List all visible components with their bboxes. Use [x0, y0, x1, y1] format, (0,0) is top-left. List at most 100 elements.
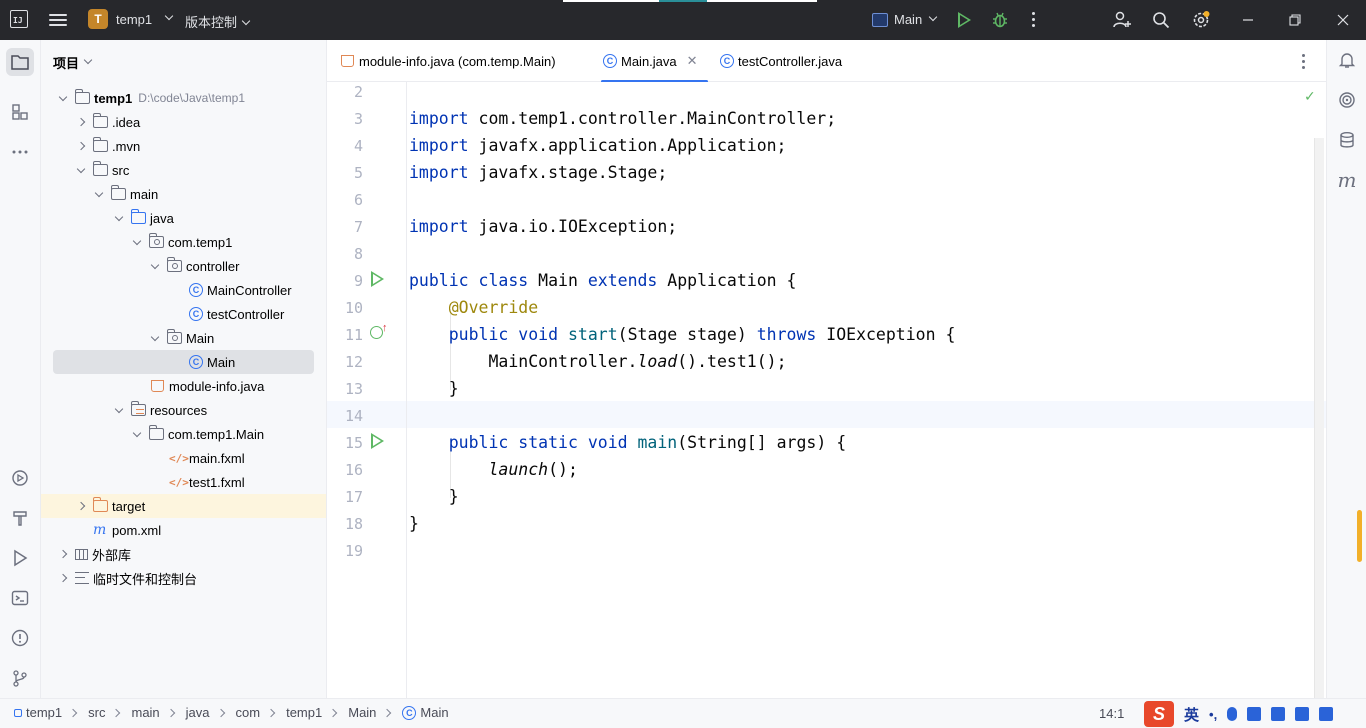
breadcrumb-item[interactable]: Main [420, 705, 449, 720]
terminal-tool-button[interactable] [6, 584, 34, 612]
build-tool-button[interactable] [6, 504, 34, 532]
notifications-icon[interactable] [1337, 50, 1357, 70]
tree-item-maincontroller[interactable]: C MainController [53, 278, 314, 302]
run-icon[interactable] [958, 12, 971, 28]
expand-arrow-icon[interactable] [132, 236, 142, 245]
tab-module-info[interactable]: module-info.java (com.temp.Main) [341, 40, 556, 82]
cursor-position[interactable]: 14:1 [1099, 706, 1125, 721]
project-tool-button[interactable] [6, 48, 34, 76]
tree-item-scratches[interactable]: 临时文件和控制台 [53, 566, 314, 590]
tree-item-com-temp1[interactable]: com.temp1 [53, 230, 314, 254]
breadcrumb-item[interactable]: src [88, 705, 106, 720]
keyboard-icon[interactable] [1247, 707, 1262, 721]
project-panel-title[interactable]: 项目 [53, 53, 93, 72]
minimize-icon[interactable] [1238, 10, 1258, 30]
tree-item-com-temp1-main[interactable]: com.temp1.Main [53, 422, 314, 446]
tree-item-idea[interactable]: .idea [53, 110, 314, 134]
ime-tray: S 英 •, [1138, 699, 1366, 728]
maven-icon: m [93, 522, 107, 538]
expand-arrow-icon[interactable] [132, 428, 142, 437]
tree-item-testcontroller[interactable]: C testController [53, 302, 314, 326]
breadcrumb-item[interactable]: Main [348, 705, 377, 720]
main-menu-icon[interactable] [49, 12, 67, 28]
sogou-ime-icon[interactable]: S [1144, 701, 1174, 727]
microphone-icon[interactable] [1227, 707, 1238, 721]
breadcrumb-item[interactable]: temp1 [286, 705, 323, 720]
tab-main-java[interactable]: C Main.java ✕ [601, 40, 708, 83]
tree-item-controller[interactable]: controller [53, 254, 314, 278]
collapse-arrow-icon[interactable] [76, 117, 86, 127]
services-tool-button[interactable] [6, 464, 34, 492]
project-switcher[interactable]: T temp1 [88, 9, 174, 29]
ime-menu-icon[interactable] [1319, 707, 1334, 721]
settings-gear-icon[interactable] [1191, 10, 1211, 30]
tree-item-main[interactable]: main [53, 182, 314, 206]
close-tab-icon[interactable]: ✕ [686, 53, 698, 68]
override-gutter-icon[interactable] [370, 326, 383, 339]
git-tool-button[interactable] [6, 664, 34, 692]
tree-item-pom[interactable]: m pom.xml [53, 518, 314, 542]
collapse-arrow-icon[interactable] [58, 573, 68, 583]
ime-punctuation[interactable]: •, [1209, 706, 1218, 722]
chevron-right-icon [112, 708, 121, 717]
vcs-menu[interactable]: 版本控制 [185, 12, 251, 31]
tree-item-module-info[interactable]: module-info.java [53, 374, 314, 398]
expand-arrow-icon[interactable] [76, 164, 86, 173]
line-number: 7 [353, 218, 363, 236]
tab-testcontroller[interactable]: C testController.java [720, 40, 842, 82]
tree-item-java[interactable]: java [53, 206, 314, 230]
expand-arrow-icon[interactable] [114, 212, 124, 221]
tree-item-test1-fxml[interactable]: </> test1.fxml [53, 470, 314, 494]
tree-item-label: main.fxml [189, 450, 245, 466]
add-user-icon[interactable] [1112, 10, 1132, 30]
more-tools-button[interactable] [6, 138, 34, 166]
run-configuration-selector[interactable]: Main [872, 12, 938, 27]
tree-item-external-libraries[interactable]: 外部库 [53, 542, 314, 566]
breadcrumb-item[interactable]: java [185, 705, 210, 720]
collapse-arrow-icon[interactable] [58, 549, 68, 559]
close-window-icon[interactable] [1333, 10, 1353, 30]
run-gutter-icon[interactable] [371, 271, 384, 287]
code-editor[interactable]: 2 3 4 5 6 7 8 9 10 11 12 13 14 15 16 17 … [327, 82, 1326, 698]
tree-item-target[interactable]: target [41, 494, 326, 518]
arrow-up-icon: ↑ [382, 322, 388, 334]
tree-item-mvn[interactable]: .mvn [53, 134, 314, 158]
breadcrumb-item[interactable]: temp1 [26, 705, 63, 720]
ai-assistant-icon[interactable] [1337, 90, 1357, 110]
breadcrumb-item[interactable]: com [235, 705, 261, 720]
checkmark-icon: ✓ [1304, 88, 1316, 104]
tree-item-src[interactable]: src [53, 158, 314, 182]
tree-item-main-fxml[interactable]: </> main.fxml [53, 446, 314, 470]
database-icon[interactable] [1337, 130, 1357, 150]
problems-tool-button[interactable] [6, 624, 34, 652]
java-file-icon [341, 55, 354, 67]
collapse-arrow-icon[interactable] [76, 141, 86, 151]
chevron-right-icon [68, 708, 78, 717]
tree-item-resources[interactable]: resources [53, 398, 314, 422]
run-gutter-icon[interactable] [371, 433, 384, 449]
collapse-arrow-icon[interactable] [76, 501, 86, 511]
expand-arrow-icon[interactable] [58, 92, 68, 101]
editor-vertical-scrollbar[interactable] [1314, 138, 1324, 698]
ime-language[interactable]: 英 [1184, 706, 1200, 724]
more-actions-icon[interactable] [1032, 12, 1035, 27]
tree-item-main-class[interactable]: C Main [53, 350, 314, 374]
restore-icon[interactable] [1285, 10, 1305, 30]
expand-arrow-icon[interactable] [150, 260, 160, 269]
expand-arrow-icon[interactable] [94, 188, 104, 197]
skin-icon[interactable] [1271, 707, 1286, 721]
tree-item-main-package[interactable]: Main [53, 326, 314, 350]
structure-tool-button[interactable] [6, 98, 34, 126]
intellij-logo-icon[interactable]: IJ [10, 10, 28, 28]
expand-arrow-icon[interactable] [114, 404, 124, 413]
expand-arrow-icon[interactable] [150, 332, 160, 341]
breadcrumb-item[interactable]: main [131, 705, 160, 720]
tab-options-icon[interactable] [1302, 54, 1305, 69]
maven-icon[interactable]: m [1337, 168, 1357, 192]
run-tool-button[interactable] [6, 544, 34, 572]
toolbox-icon[interactable] [1295, 707, 1310, 721]
terminal-icon [11, 590, 29, 606]
search-icon[interactable] [1151, 10, 1171, 30]
debug-icon[interactable] [991, 11, 1009, 29]
tree-item-temp1[interactable]: temp1 D:\code\Java\temp1 [53, 86, 314, 110]
